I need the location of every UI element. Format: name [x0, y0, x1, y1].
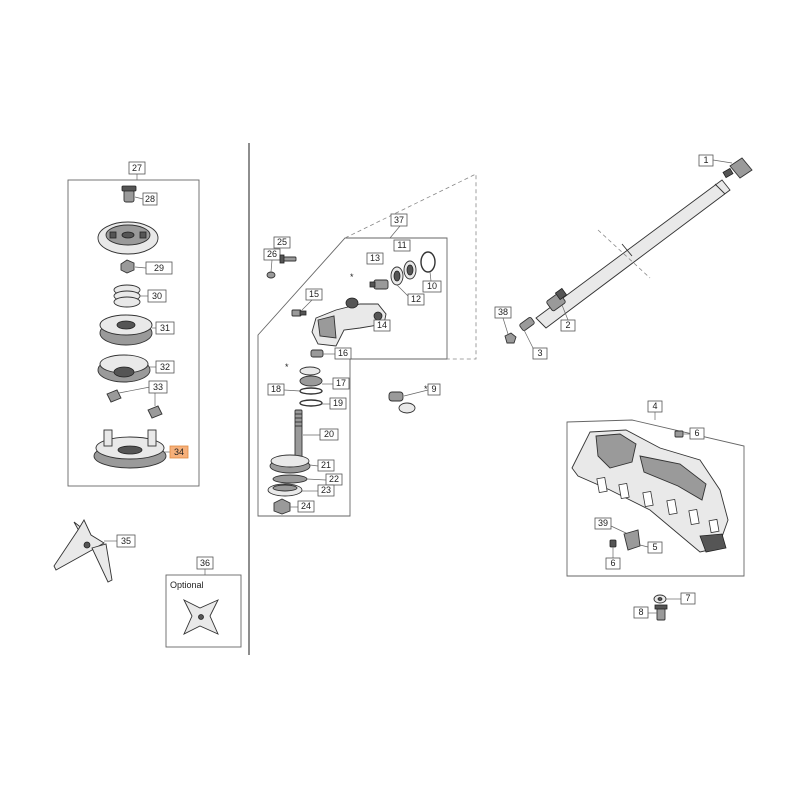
callout-17[interactable]: 17 — [336, 378, 346, 388]
part-23-cup[interactable] — [267, 483, 303, 497]
part-21-gear[interactable] — [269, 454, 311, 474]
callout-25[interactable]: 25 — [277, 237, 287, 247]
callout-7[interactable]: 7 — [685, 593, 690, 603]
callout-26[interactable]: 26 — [267, 249, 277, 259]
optional-label: Optional — [170, 580, 204, 590]
callout-21[interactable]: 21 — [321, 460, 331, 470]
callout-19[interactable]: 19 — [333, 398, 343, 408]
part-33-eyelet[interactable] — [106, 389, 163, 419]
callout-27[interactable]: 27 — [132, 163, 142, 173]
callout-33[interactable]: 33 — [153, 382, 163, 392]
callout-15[interactable]: 15 — [309, 289, 319, 299]
callout-1[interactable]: 1 — [703, 155, 708, 165]
optional-blade-group: 36 Optional — [165, 556, 242, 648]
callout-36[interactable]: 36 — [200, 558, 210, 568]
callout-37[interactable]: 37 — [394, 215, 404, 225]
part-10-circlip[interactable] — [420, 251, 436, 273]
part-shaft-tube[interactable] — [535, 179, 731, 329]
shaft-group: 1 2 38 3 — [494, 154, 753, 360]
optional-blade-frame — [165, 574, 242, 648]
callout-34[interactable]: 34 — [174, 447, 184, 457]
head-assembly-frame — [67, 179, 200, 487]
asterisk-9: * — [424, 384, 428, 394]
callout-11[interactable]: 11 — [397, 240, 406, 250]
callout-31[interactable]: 31 — [160, 323, 170, 333]
callout-29[interactable]: 29 — [154, 263, 164, 273]
callout-8[interactable]: 8 — [638, 607, 643, 617]
guard-group: 4 6 39 — [566, 400, 745, 577]
callout-2[interactable]: 2 — [565, 320, 570, 330]
part-15-screw[interactable] — [291, 309, 307, 317]
callout-9[interactable]: 9 — [431, 384, 436, 394]
part-26-washer[interactable] — [266, 271, 276, 279]
part-14-gear-housing[interactable] — [311, 297, 387, 347]
part-24-nut[interactable] — [273, 498, 291, 515]
part-31-spool[interactable] — [99, 314, 153, 346]
part-16-bushing[interactable] — [310, 349, 324, 358]
part-19-ring[interactable] — [299, 399, 323, 407]
callout-22[interactable]: 22 — [329, 474, 339, 484]
callout-28[interactable]: 28 — [145, 194, 155, 204]
callout-3[interactable]: 3 — [537, 348, 542, 358]
part-18-ring[interactable] — [299, 387, 323, 395]
part-5-line-cutter[interactable] — [623, 529, 641, 551]
part-35-blade[interactable] — [53, 519, 113, 583]
gearbox-frame — [257, 237, 448, 517]
part-6-screw-top[interactable] — [674, 430, 684, 438]
part-head-cover[interactable] — [97, 221, 159, 255]
callout-23[interactable]: 23 — [321, 485, 331, 495]
asterisk-17: * — [285, 362, 289, 372]
head-assembly-group: 27 28 29 30 — [67, 161, 200, 487]
part-1-end-cap[interactable] — [722, 157, 753, 179]
callout-16[interactable]: 16 — [338, 348, 348, 358]
part-8-bolt[interactable] — [654, 604, 668, 621]
callout-6-top[interactable]: 6 — [694, 428, 699, 438]
part-32-housing[interactable] — [97, 354, 151, 383]
part-30-spring[interactable] — [113, 284, 141, 308]
part-7-washer[interactable] — [653, 594, 667, 604]
asterisk-13: * — [350, 272, 354, 282]
part-13-shaft[interactable] — [369, 279, 389, 290]
part-17-bearing[interactable] — [299, 366, 323, 387]
callout-13[interactable]: 13 — [370, 253, 380, 263]
part-34-base[interactable] — [93, 429, 167, 469]
gearbox-assembly-group: 37 25 26 * 13 11 — [257, 173, 477, 517]
part-6-screw-bottom[interactable] — [609, 539, 617, 548]
callout-39[interactable]: 39 — [598, 518, 608, 528]
callout-30[interactable]: 30 — [152, 291, 162, 301]
part-11-bearing[interactable] — [390, 260, 417, 286]
guard-frame — [566, 419, 745, 577]
callout-34-highlight[interactable] — [169, 445, 189, 459]
part-29-nut[interactable] — [120, 259, 135, 274]
callout-10[interactable]: 10 — [427, 281, 437, 291]
part-4-guard[interactable] — [571, 429, 729, 553]
callout-6-bottom[interactable]: 6 — [610, 558, 615, 568]
part-28-knob[interactable] — [121, 185, 137, 203]
part-20-drive-shaft[interactable] — [294, 409, 303, 459]
callout-32[interactable]: 32 — [160, 362, 170, 372]
callout-14[interactable]: 14 — [377, 320, 387, 330]
callout-24[interactable]: 24 — [301, 501, 311, 511]
part-38-nut[interactable] — [504, 332, 517, 344]
part-25-bolt[interactable] — [279, 254, 297, 264]
part-22-washer[interactable] — [272, 474, 308, 484]
part-2-clamp[interactable] — [546, 287, 568, 312]
callout-38[interactable]: 38 — [498, 307, 508, 317]
callout-20[interactable]: 20 — [324, 429, 334, 439]
callout-18[interactable]: 18 — [271, 384, 281, 394]
part-9-fastener[interactable] — [388, 391, 416, 414]
part-shaft-coupler[interactable] — [519, 316, 535, 332]
callout-5[interactable]: 5 — [652, 542, 657, 552]
callout-35[interactable]: 35 — [121, 536, 131, 546]
callout-4[interactable]: 4 — [652, 401, 657, 411]
callout-12[interactable]: 12 — [411, 294, 421, 304]
